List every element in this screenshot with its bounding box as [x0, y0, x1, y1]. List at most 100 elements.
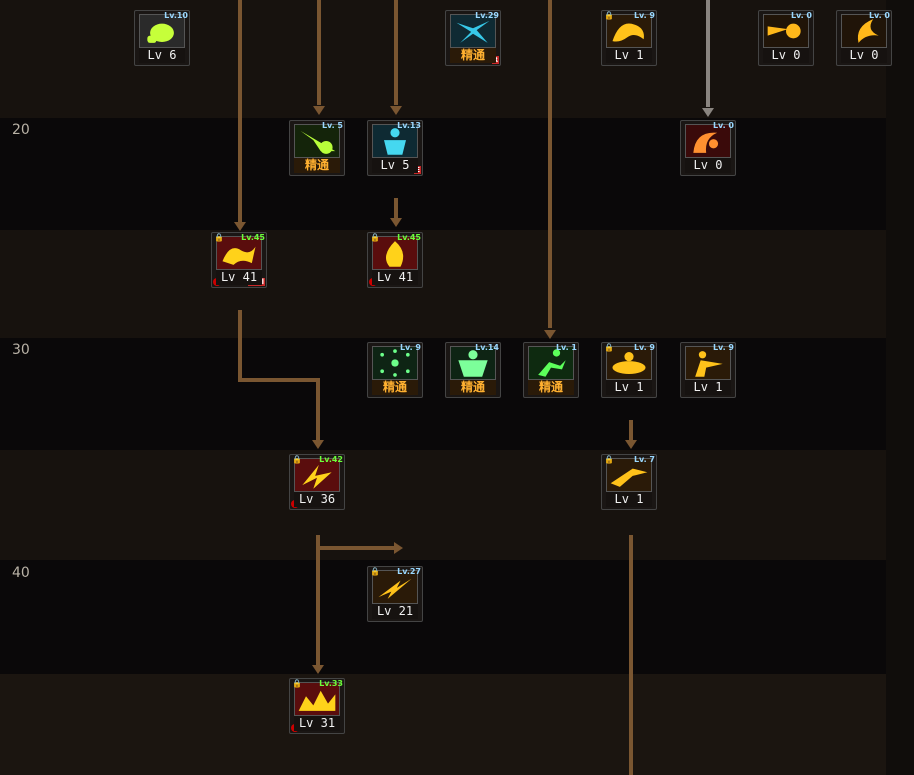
skill-slot[interactable]: 🔒 Lv.27 Lv 21: [367, 566, 423, 622]
skill-slot[interactable]: Lv. 9 精通: [367, 342, 423, 398]
skill-level-label: Lv 36: [294, 492, 340, 507]
connector-line: [706, 0, 710, 107]
muscle-icon: [450, 346, 496, 380]
skill-level-label: Lv 0: [763, 48, 809, 63]
icon-art: [612, 352, 646, 374]
skill-slot[interactable]: 🔒 Lv. 9 Lv 1: [601, 10, 657, 66]
skill-level-requirement: Lv. 0: [790, 11, 812, 20]
connector-line: [629, 535, 633, 775]
row-band: [0, 118, 886, 230]
skill-slot[interactable]: Lv. 0 Lv 0: [836, 10, 892, 66]
kick-icon: [685, 346, 731, 380]
skill-slot[interactable]: 🔒Lv.45!Lv 41: [367, 232, 423, 288]
scatter-icon: [372, 346, 418, 380]
skill-slot[interactable]: 🔒 Lv. 7 Lv 1: [601, 454, 657, 510]
lock-icon: 🔒: [604, 343, 614, 352]
skill-level-label: Lv 1: [685, 380, 731, 395]
row-band: [0, 0, 886, 118]
row-band: [0, 674, 886, 775]
skill-mastery-label: 精通: [372, 380, 418, 395]
skill-slot[interactable]: Lv. 0 Lv 0: [680, 120, 736, 176]
icon-art: [300, 130, 336, 154]
connector-arrow: [544, 330, 556, 339]
comet-icon: [763, 14, 809, 48]
skill-slot[interactable]: 🔒Lv.33!Lv 31: [289, 678, 345, 734]
skill-mastery-label: 精通: [528, 380, 574, 395]
skill-level-requirement: Lv. 9: [712, 343, 734, 352]
skill-slot[interactable]: Lv.29R精通: [445, 10, 501, 66]
swing-icon: [685, 124, 731, 158]
lock-icon: 🔒: [604, 11, 614, 20]
connector-arrow: [390, 218, 402, 227]
row-label-30: 30: [12, 342, 30, 358]
lock-icon: 🔒: [370, 233, 380, 242]
flame-icon: [372, 236, 418, 270]
connector-line: [316, 378, 320, 440]
row-band: [0, 338, 886, 450]
connector-line: [238, 378, 320, 382]
connector-arrow: [313, 106, 325, 115]
connector-arrow: [390, 106, 402, 115]
icon-art: [538, 349, 566, 377]
crescent-icon: [841, 14, 887, 48]
skill-slot[interactable]: 🔒Lv.42!Lv 36: [289, 454, 345, 510]
skill-slot[interactable]: Lv. 0 Lv 0: [758, 10, 814, 66]
connector-line: [316, 546, 394, 550]
icon-art: [458, 350, 488, 377]
connector-line: [548, 0, 552, 328]
skill-level-requirement: Lv. 9: [399, 343, 421, 352]
skill-level-requirement: Lv. 0: [712, 121, 734, 130]
connector-line: [394, 0, 398, 105]
lock-icon: 🔒: [292, 679, 302, 688]
skill-slot[interactable]: Lv.13ELv 5: [367, 120, 423, 176]
spin-icon: [606, 346, 652, 380]
connector-arrow: [312, 665, 324, 674]
skill-slot[interactable]: 🔒Lv.45Csrl!Lv 41: [211, 232, 267, 288]
burst-icon: [294, 124, 340, 158]
skill-level-requirement: Lv. 0: [868, 11, 890, 20]
skill-level-requirement: Lv.33: [319, 679, 343, 688]
row-label-40: 40: [12, 565, 30, 581]
skill-level-requirement: Lv. 1: [555, 343, 577, 352]
skill-level-label: Lv 0: [841, 48, 887, 63]
lock-icon: 🔒: [214, 233, 224, 242]
icon-art: [298, 690, 336, 711]
lock-icon: 🔒: [370, 567, 380, 576]
connector-arrow: [312, 440, 324, 449]
body-icon: [372, 124, 418, 158]
icon-art: [147, 23, 174, 43]
row-band: [0, 450, 886, 560]
skill-level-requirement: Lv.29: [475, 11, 499, 20]
lunge-icon: [606, 458, 652, 492]
connector-line: [317, 0, 321, 105]
icon-art: [385, 241, 404, 267]
skill-level-label: Lv 21: [372, 604, 418, 619]
row-band: [0, 560, 886, 674]
lock-icon: 🔒: [604, 455, 614, 464]
skill-level-label: Lv 1: [606, 492, 652, 507]
skill-level-requirement: Lv.45: [397, 233, 421, 242]
skill-level-label: Lv 0: [685, 158, 731, 173]
connector-line: [629, 420, 633, 442]
skill-slot[interactable]: Lv. 1 精通: [523, 342, 579, 398]
skill-level-requirement: Lv.14: [475, 343, 499, 352]
skill-level-requirement: Lv. 7: [633, 455, 655, 464]
icon-art: [222, 246, 256, 265]
skill-level-label: Lv 1: [606, 48, 652, 63]
strike-icon: [294, 458, 340, 492]
skill-level-label: Lv 31: [294, 716, 340, 731]
skill-level-label: Lv 6: [139, 48, 185, 63]
skill-level-requirement: Lv.27: [397, 567, 421, 576]
skill-level-label: Lv 5: [372, 158, 418, 173]
connector-line: [316, 535, 320, 665]
icon-art: [456, 20, 490, 43]
skill-level-requirement: Lv. 9: [633, 11, 655, 20]
icon-art: [695, 351, 723, 377]
lock-icon: 🔒: [292, 455, 302, 464]
connector-arrow: [394, 542, 403, 554]
skill-slot[interactable]: Lv. 9 Lv 1: [680, 342, 736, 398]
